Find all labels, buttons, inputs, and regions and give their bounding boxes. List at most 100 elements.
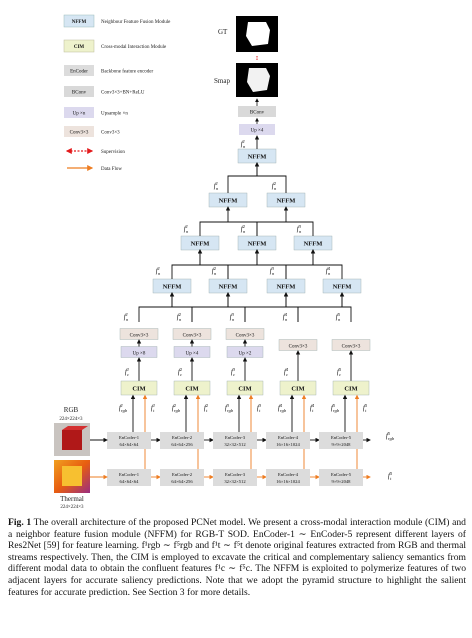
- l0-link-2: [169, 292, 193, 322]
- rgb-encoder-3: EnCoder-3 32×32×512: [213, 432, 257, 449]
- nffm-l2-2-label: NFFM: [248, 240, 267, 247]
- rgb-encoder-2: EnCoder-264×64×256: [160, 432, 204, 449]
- up-3: Up ×2: [226, 346, 264, 358]
- cim-5-box: [332, 380, 370, 396]
- cim-2-box: [173, 380, 211, 396]
- legend-up-label: Upsample ×n: [101, 112, 128, 117]
- thermal-encoder-4-dims: 16×16×1024: [276, 479, 300, 484]
- thermal-encoder-2-dims: 64×64×256: [171, 479, 193, 484]
- conv-2: Conv3×3: [172, 328, 212, 340]
- cim-2: CIM: [173, 380, 211, 396]
- thermal-input: Thermal 224×224×3: [54, 460, 90, 510]
- figure-caption: Fig. 1 The overall architecture of the p…: [8, 517, 466, 598]
- conv-4: Conv3×3: [278, 339, 318, 351]
- l2-link-d: [286, 221, 314, 236]
- rgb-encoder-4-name: EnCoder-4: [278, 435, 299, 440]
- up-1-label: Up ×8: [133, 351, 146, 356]
- thermal-encoder-1: EnCoder-164×64×64: [107, 469, 151, 486]
- nffm-l3-2-label: NFFM: [277, 197, 296, 204]
- cim-1-label: CIM: [132, 385, 145, 392]
- conv-1: Conv3×3: [119, 328, 159, 340]
- conv-4-label: Conv3×3: [289, 344, 308, 349]
- l2-link-a: [199, 206, 231, 236]
- conv-5-label: Conv3×3: [342, 344, 361, 349]
- thermal-encoder-1-dims: 64×64×64: [120, 479, 140, 484]
- nffm-l1-4: NFFM: [322, 278, 362, 294]
- legend-encoder-key: EnCoder: [70, 70, 88, 75]
- rgb-encoder-3-dims: 32×32×512: [224, 442, 246, 447]
- rgb-title: RGB: [64, 406, 79, 414]
- rgb-encoder-1: EnCoder-164×64×64: [107, 432, 151, 449]
- legend-bconv-swatch: [64, 86, 94, 97]
- thermal-title: Thermal: [60, 495, 84, 503]
- l2-link-c: [256, 206, 289, 236]
- legend-bconv-label: Conv3×3+BN+ReLU: [101, 91, 145, 96]
- thermal-encoder-5: EnCoder-59×9×2048: [319, 469, 363, 486]
- l0-link-6: [283, 292, 299, 322]
- legend-supervision-label: Supervision: [101, 150, 125, 155]
- cim-5-label: CIM: [344, 385, 357, 392]
- l0-link-1: [138, 292, 175, 322]
- cim-5: CIM: [332, 380, 370, 396]
- thermal-encoder-3-dims: 32×32×512: [224, 479, 246, 484]
- cim-2-label: CIM: [185, 385, 198, 392]
- thermal-encoder-4-box: [266, 469, 310, 486]
- rgb-encoder-1-box: [107, 432, 151, 449]
- thermal-encoder-3-box: [213, 469, 257, 486]
- legend-conv-key: Conv3×3: [70, 131, 89, 136]
- l1-link-1: [171, 249, 203, 279]
- rgb-encoder-3-name: EnCoder-3: [225, 435, 246, 440]
- gt-label: GT: [218, 28, 228, 36]
- conv-3: Conv3×3: [225, 328, 265, 340]
- legend-nffm-key: NFFM: [72, 20, 87, 25]
- nffm-l1-3: NFFM: [266, 278, 306, 294]
- conv-3-label: Conv3×3: [236, 333, 255, 338]
- encoder-rows: EnCoder-164×64×64EnCoder-264×64×256EnCod…: [90, 420, 395, 486]
- thermal-encoder-2-box: [160, 469, 204, 486]
- thermal-encoder-5-box: [319, 469, 363, 486]
- caption-text: The overall architecture of the proposed…: [8, 517, 466, 598]
- rgb-encoder-5-name: EnCoder-5: [331, 435, 352, 440]
- architecture-diagram: NFFM Neighbour Feature Fusion Module CIM…: [54, 14, 395, 510]
- caption-label: Fig. 1: [8, 517, 32, 528]
- conv-1-label: Conv3×3: [130, 333, 149, 338]
- cim-4-box: [279, 380, 317, 396]
- nffm-l1-1: NFFM: [152, 278, 192, 294]
- legend-cim-label: Cross-modal Interaction Module: [101, 45, 167, 50]
- up-1: Up ×8: [120, 346, 158, 358]
- nffm-l2-3: NFFM: [293, 235, 333, 251]
- rgb-encoder-4: EnCoder-4 16×16×1024: [266, 432, 310, 449]
- legend-cim-key: CIM: [74, 45, 85, 50]
- cim-1-box: [120, 380, 158, 396]
- nffm-l1-2: NFFM: [208, 278, 248, 294]
- conv-5: Conv3×3: [331, 339, 371, 351]
- thermal-encoder-5-dims: 9×9×2048: [332, 479, 352, 484]
- l0-link-5: [244, 292, 289, 322]
- nffm-l3-1-label: NFFM: [219, 197, 238, 204]
- up4-output-label: Up ×4: [251, 129, 264, 134]
- smap-label: Smap: [214, 77, 230, 85]
- legend-up-swatch: [64, 107, 94, 118]
- rgb-encoder-4-dims: 16×16×1024: [276, 442, 300, 447]
- legend-encoder-label: Backbone feature encoder: [101, 70, 154, 75]
- up-2-label: Up ×4: [186, 351, 199, 356]
- l1-link-6: [310, 249, 343, 279]
- legend: NFFM Neighbour Feature Fusion Module CIM…: [63, 14, 171, 172]
- up-2: Up ×4: [173, 346, 211, 358]
- thermal-object: [62, 466, 82, 486]
- cim-3-box: [226, 380, 264, 396]
